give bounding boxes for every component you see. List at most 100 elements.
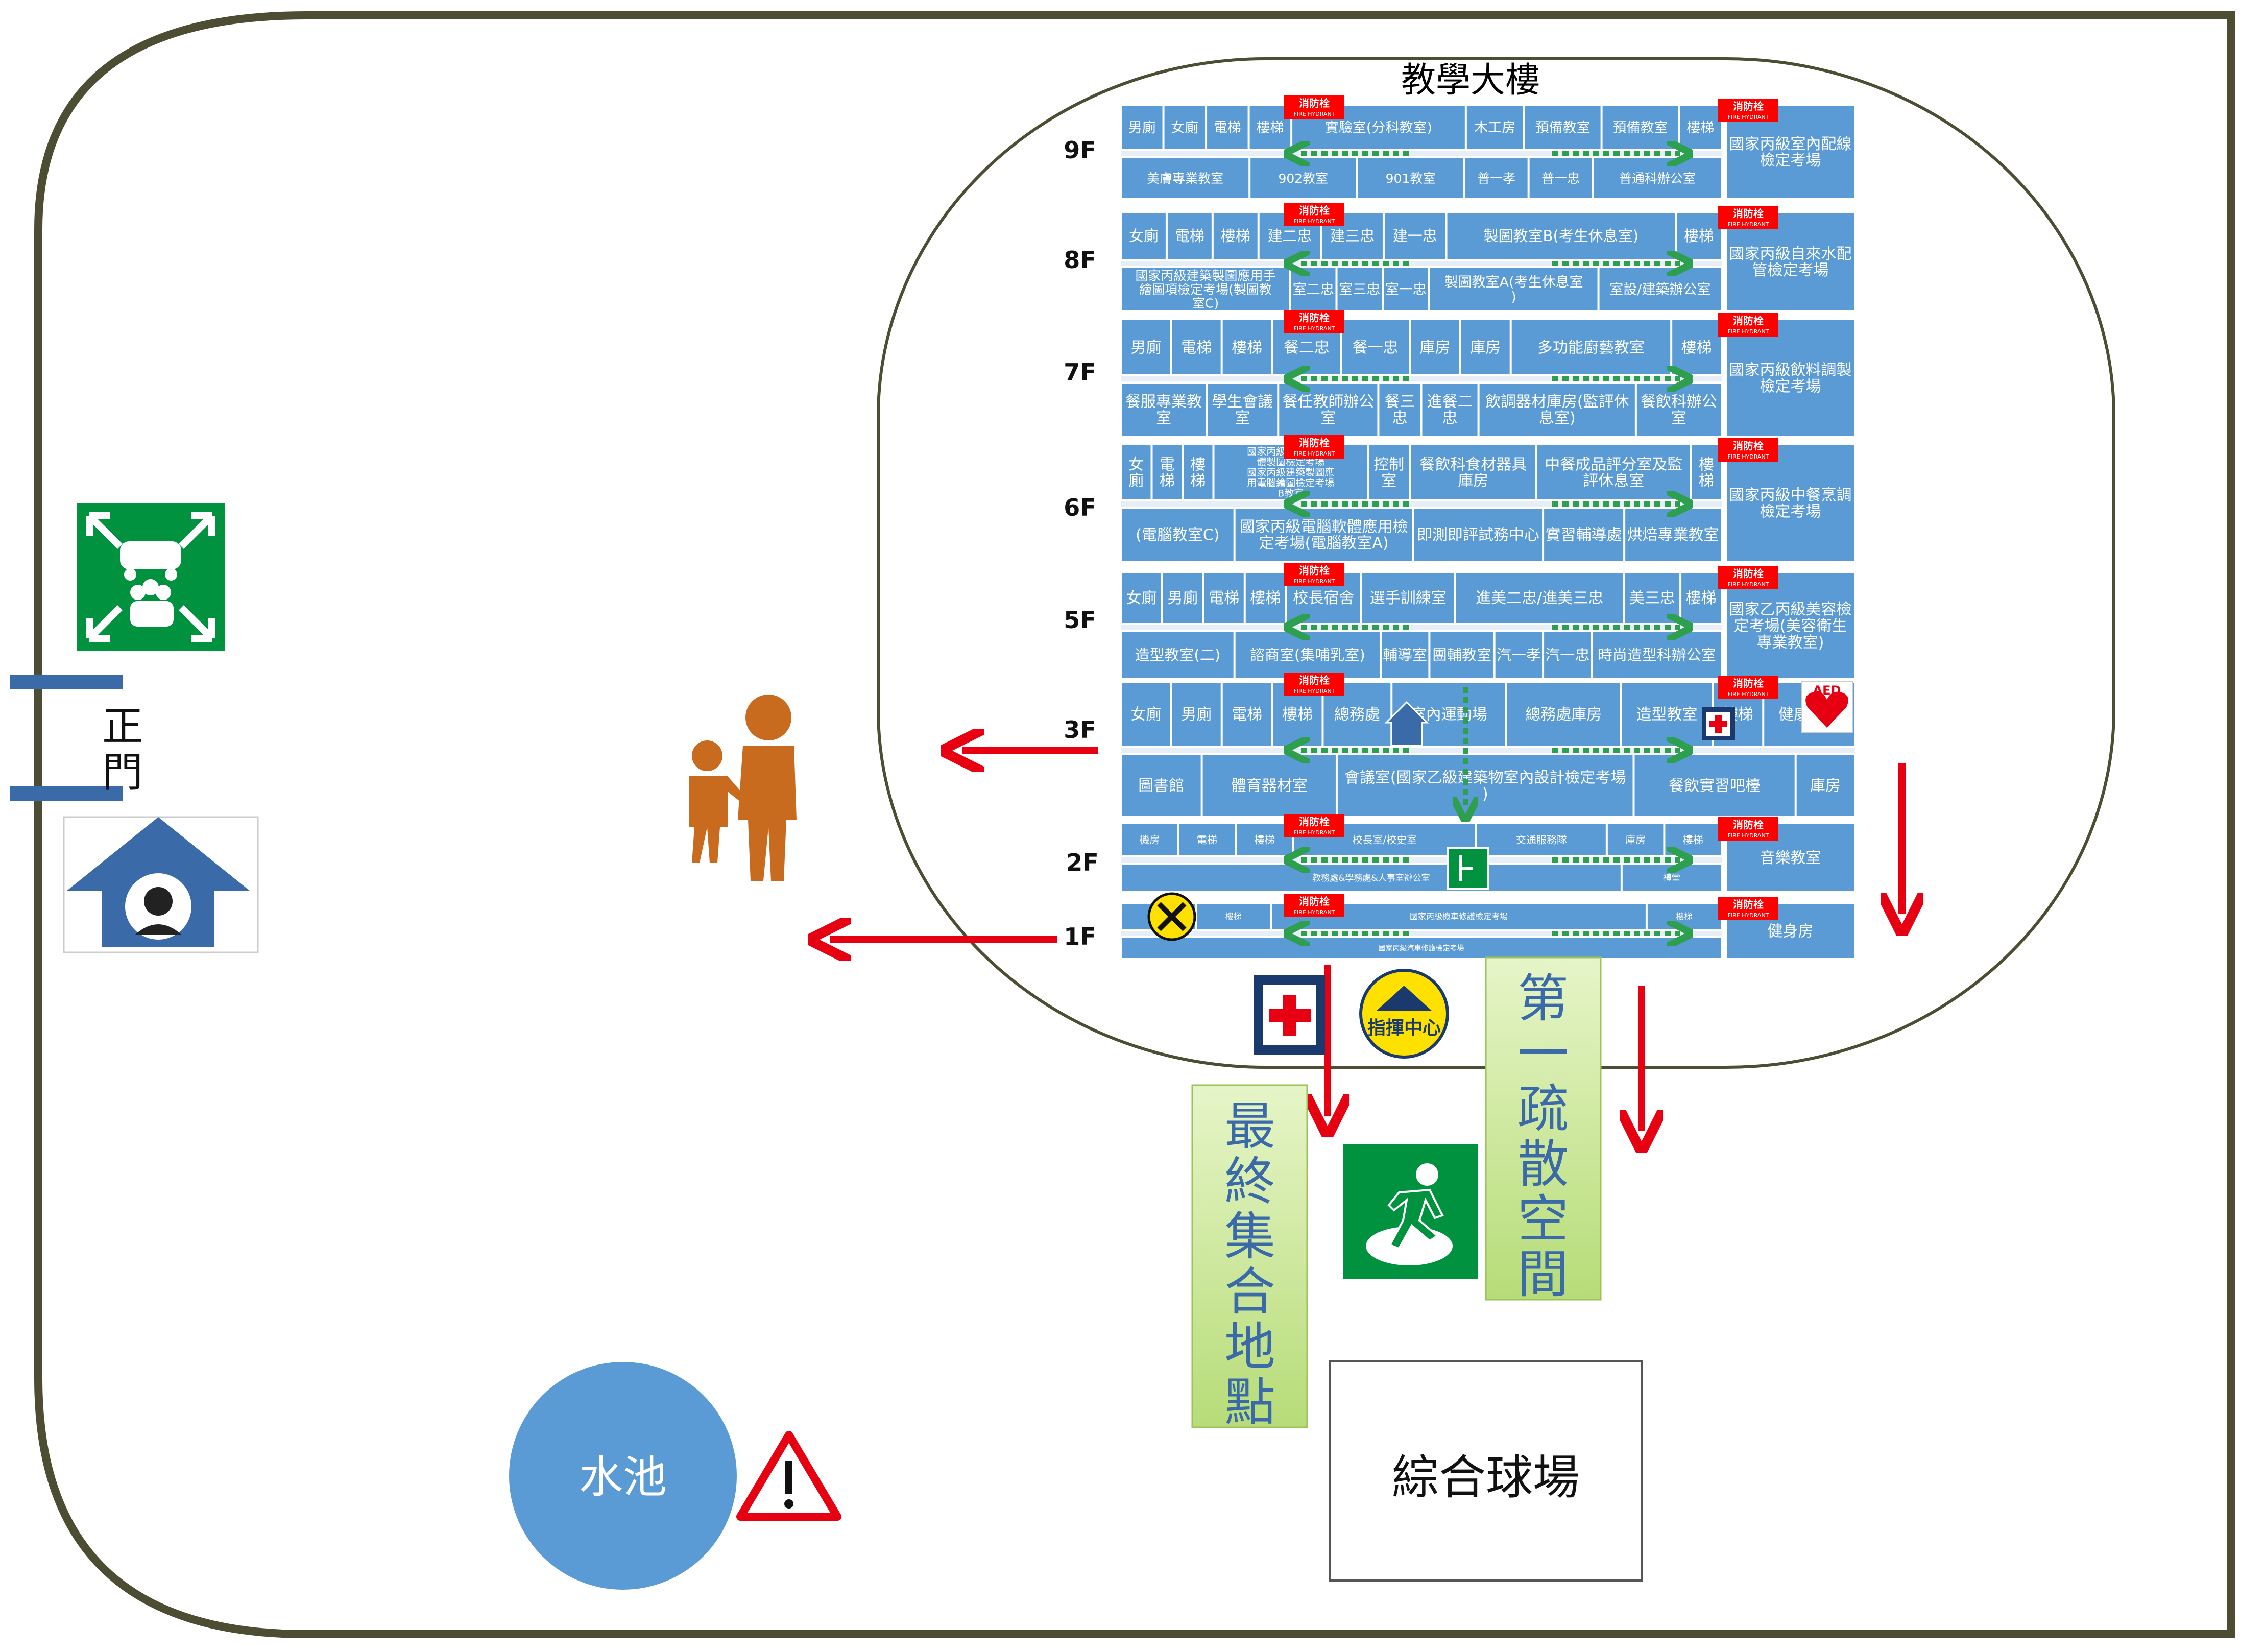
hydrant-label: 消防栓 (1733, 207, 1764, 220)
room-f6-r2-0: (電腦教室C) (1122, 509, 1234, 561)
room-label: 男廁 (1128, 120, 1156, 136)
hydrant-sub: FIRE HYDRANT (1728, 114, 1769, 121)
room-label: 電 (1160, 456, 1175, 473)
label-char: 一 (1517, 1024, 1569, 1084)
emergency-exit-icon (1343, 1144, 1478, 1279)
hydrant-sub: FIRE HYDRANT (1294, 688, 1335, 695)
room-f7-r1-1: 電梯 (1172, 320, 1221, 374)
hydrant-sub: FIRE HYDRANT (1728, 832, 1769, 839)
room-label: (電腦教室C) (1136, 526, 1219, 544)
room-block (1122, 320, 1170, 374)
field-label: 綜合球場 (1392, 1450, 1580, 1505)
corridor (1121, 151, 1722, 156)
room-label: 忠 (1392, 410, 1407, 427)
room-f6-r1-0: 女廁 (1122, 445, 1151, 499)
room-f8-r1-7: 樓梯 (1677, 213, 1721, 259)
hydrant-sub: FIRE HYDRANT (1728, 453, 1769, 460)
label-char: 疏 (1517, 1079, 1569, 1139)
hydrant-sub: FIRE HYDRANT (1294, 578, 1335, 585)
corridor (1121, 748, 1855, 753)
room-label: 餐飲科食材器具 (1419, 456, 1527, 473)
room-label: 女廁 (1129, 227, 1159, 245)
pool-label: 水池 (579, 1452, 667, 1503)
room-block (1122, 158, 1249, 198)
hydrant-label: 消防栓 (1299, 816, 1330, 828)
room-label: 餐服專業教 (1125, 393, 1202, 411)
room-f5-r2-0: 造型教室(二) (1122, 632, 1234, 678)
room-label: 定考場(電腦教室A) (1259, 535, 1389, 553)
room-block (1179, 824, 1235, 855)
hydrant-bg (1718, 897, 1778, 920)
room-f6-r1-4: 控制室 (1369, 445, 1409, 499)
room-f8-r1-4: 建三忠 (1322, 213, 1383, 259)
room-label: 烘焙專業教室 (1627, 526, 1719, 544)
room-label: 建三忠 (1330, 227, 1375, 245)
room-label: 造型教室(二) (1135, 647, 1221, 664)
room-block (1384, 213, 1445, 259)
room-block (1358, 158, 1463, 198)
room-f8-r2-4: 製圖教室A(考生休息室) (1430, 268, 1598, 310)
room-label: 電梯 (1232, 706, 1262, 724)
room-label: 庫房 (1458, 472, 1488, 490)
room-block (1197, 904, 1270, 929)
room-label: 木工房 (1474, 120, 1515, 136)
room-label: 樓梯 (1256, 120, 1284, 136)
room-f8-r1-5: 建一忠 (1384, 213, 1445, 259)
room-block (1208, 384, 1278, 436)
room-label: 樓梯 (1681, 339, 1712, 357)
label-char: 終 (1224, 1152, 1275, 1211)
room-block (1249, 106, 1291, 149)
room-label: 女廁 (1171, 120, 1198, 136)
room-label: 餐三 (1384, 393, 1415, 411)
room-block (1599, 268, 1721, 310)
room-label: 餐二忠 (1284, 339, 1330, 357)
room-block (1122, 573, 1161, 623)
exit-sign-icon (1447, 847, 1489, 890)
room-f7-r1-5: 庫房 (1411, 320, 1459, 374)
room-block (1414, 509, 1543, 561)
room-label: 庫房 (1470, 339, 1501, 357)
room-label: 室 (1235, 410, 1250, 427)
room-label: 樓梯 (1250, 589, 1281, 607)
stairs-shape (1384, 701, 1429, 747)
room-label: 普一孝 (1477, 171, 1515, 186)
room-label: 室設/建築辦公室 (1609, 282, 1710, 298)
main-gate: 正 門 (10, 675, 143, 801)
room-f8-r1-0: 女廁 (1122, 213, 1166, 259)
room-label: 交通服務隊 (1516, 834, 1567, 846)
room-label: 總務處 (1334, 706, 1380, 724)
gate-bar-bottom (10, 786, 123, 801)
room-label: 管檢定考場 (1752, 261, 1829, 279)
room-block (1222, 683, 1271, 746)
room-label: 室 (1156, 410, 1171, 427)
room-label: 庫房 (1625, 834, 1646, 846)
hydrant-sub: FIRE HYDRANT (1728, 328, 1769, 335)
room-label: 總務處庫房 (1525, 706, 1602, 724)
hydrant-bg (1284, 203, 1344, 226)
room-f6-r2-4: 烘焙專業教室 (1625, 509, 1721, 561)
hydrant-label: 消防栓 (1733, 100, 1764, 112)
hydrant-sub: FIRE HYDRANT (1728, 691, 1769, 698)
label-char: 空 (1517, 1189, 1569, 1249)
room-label: 男廁 (1167, 589, 1198, 607)
room-label: 男廁 (1181, 706, 1212, 724)
hydrant-sub: FIRE HYDRANT (1294, 450, 1335, 457)
room-f5-r2-6: 時尚造型科辦公室 (1593, 632, 1721, 678)
hydrant-sub: FIRE HYDRANT (1294, 325, 1335, 332)
room-label: 檢定考場 (1760, 152, 1821, 170)
room-label: 中餐成品評分室及監 (1545, 456, 1682, 473)
room-label: 樓梯 (1232, 339, 1262, 357)
room-block (1202, 755, 1336, 816)
room-label: 樓 (1190, 456, 1206, 473)
room-label: 樓梯 (1683, 834, 1703, 846)
room-label: 男廁 (1130, 339, 1161, 357)
hydrant-label: 消防栓 (1299, 564, 1330, 577)
room-f5-r1-5: 選手訓練室 (1362, 573, 1454, 623)
room-label: 音樂教室 (1760, 849, 1821, 867)
room-block (1122, 938, 1721, 958)
